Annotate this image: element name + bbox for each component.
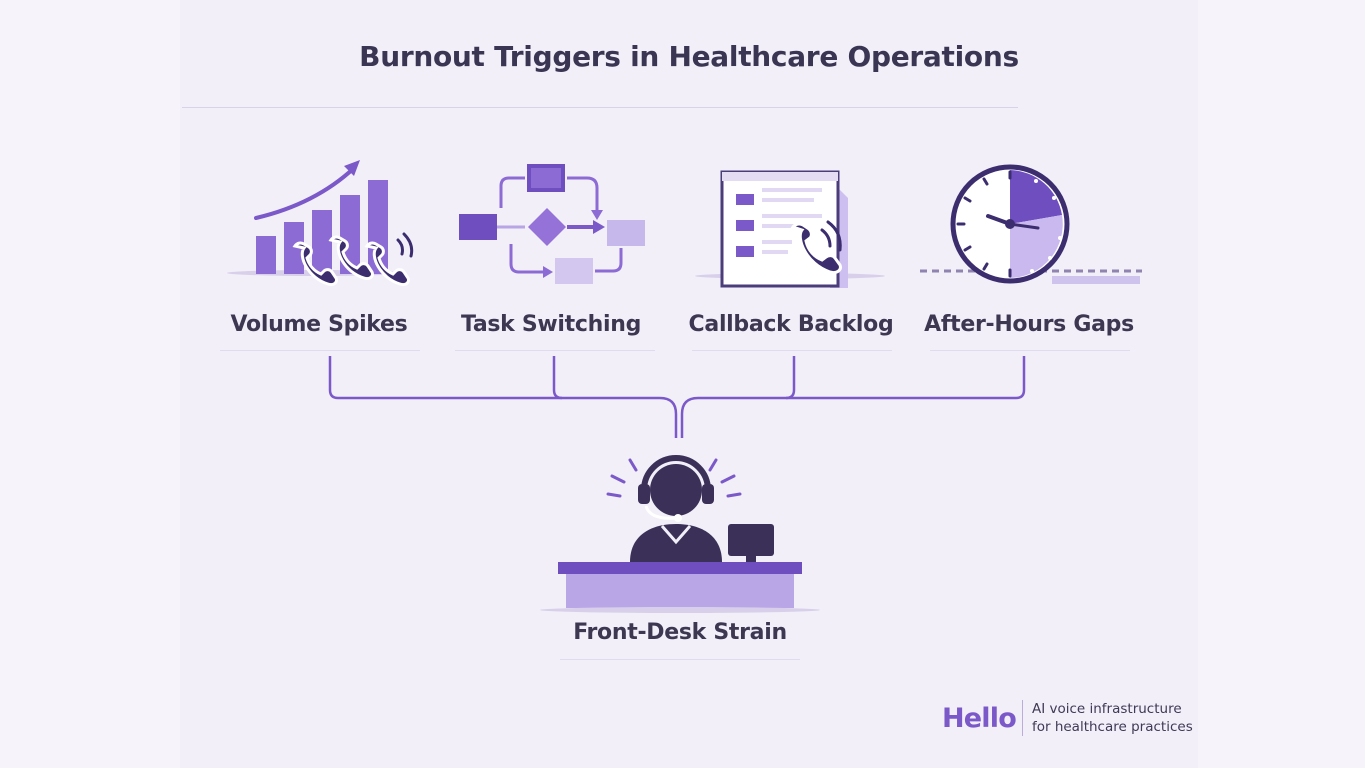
label-underline bbox=[455, 350, 655, 351]
trigger-label-volume-spikes: Volume Spikes bbox=[230, 312, 408, 337]
trigger-label-after-hours-gaps: After-Hours Gaps bbox=[924, 312, 1134, 337]
brand-name: Hello bbox=[942, 702, 1017, 734]
result-underline bbox=[560, 659, 800, 660]
label-underline bbox=[930, 350, 1130, 351]
trigger-label-task-switching: Task Switching bbox=[460, 312, 642, 337]
result-label-front-desk-strain: Front-Desk Strain bbox=[573, 620, 787, 645]
diagram-title: Burnout Triggers in Healthcare Operation… bbox=[359, 40, 1019, 73]
diagram-panel bbox=[180, 0, 1198, 768]
trigger-label-callback-backlog: Callback Backlog bbox=[688, 312, 894, 337]
label-underline bbox=[692, 350, 892, 351]
brand-divider bbox=[1021, 700, 1023, 736]
brand-tagline: AI voice infrastructure for healthcare p… bbox=[1032, 700, 1193, 736]
label-underline bbox=[220, 350, 420, 351]
title-divider bbox=[182, 107, 1018, 108]
rising-bar-chart-phones-icon bbox=[227, 160, 414, 286]
clock-icon bbox=[920, 164, 1142, 284]
brand-tagline-line2: for healthcare practices bbox=[1031, 719, 1193, 735]
workflow-diagram-icon bbox=[459, 164, 645, 284]
brand-tagline-line1: AI voice infrastructure bbox=[1031, 701, 1182, 717]
backlog-list-phone-icon bbox=[695, 170, 885, 288]
receptionist-headset-icon bbox=[540, 455, 820, 613]
brand-logo: Hello AI voice infrastructure for health… bbox=[942, 700, 1193, 736]
